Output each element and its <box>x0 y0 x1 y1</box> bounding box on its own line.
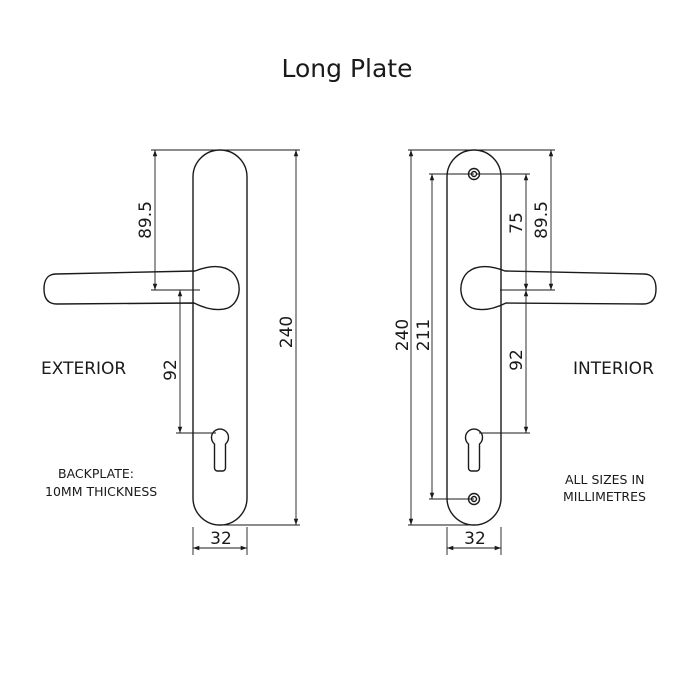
exterior-label: EXTERIOR <box>41 359 126 379</box>
interior-backplate <box>446 149 502 526</box>
exterior-dim-height: 240 <box>277 316 297 348</box>
backplate-note-line2: 10MM THICKNESS <box>45 484 157 499</box>
interior-dim-lower: 92 <box>507 349 527 371</box>
interior-label: INTERIOR <box>573 359 654 379</box>
exterior-cylinder-cutout <box>210 428 230 472</box>
exterior-dim-upper: 89.5 <box>136 201 156 239</box>
exterior-view: 89.5 92 240 32 EXTERIOR BACKPLATE: 10MM … <box>41 149 300 555</box>
exterior-dim-lower: 92 <box>161 359 181 381</box>
interior-cylinder-cutout <box>464 428 484 472</box>
interior-dim-screw-to-handle: 75 <box>507 212 527 234</box>
interior-dim-width: 32 <box>464 529 486 549</box>
page-title: Long Plate <box>282 54 413 83</box>
backplate-note-line1: BACKPLATE: <box>58 466 134 481</box>
interior-view: 240 211 75 89.5 92 32 INTERIOR ALL SIZES… <box>393 149 657 555</box>
interior-dim-screw-centres: 211 <box>414 319 434 351</box>
sizes-note-line2: MILLIMETRES <box>563 489 646 504</box>
interior-dim-height: 240 <box>393 319 413 351</box>
interior-dim-top-to-handle: 89.5 <box>532 201 552 239</box>
exterior-handle-lever <box>43 265 240 311</box>
exterior-backplate <box>192 149 248 526</box>
interior-handle-lever <box>460 265 657 311</box>
exterior-dim-width: 32 <box>210 529 232 549</box>
sizes-note-line1: ALL SIZES IN <box>565 472 644 487</box>
